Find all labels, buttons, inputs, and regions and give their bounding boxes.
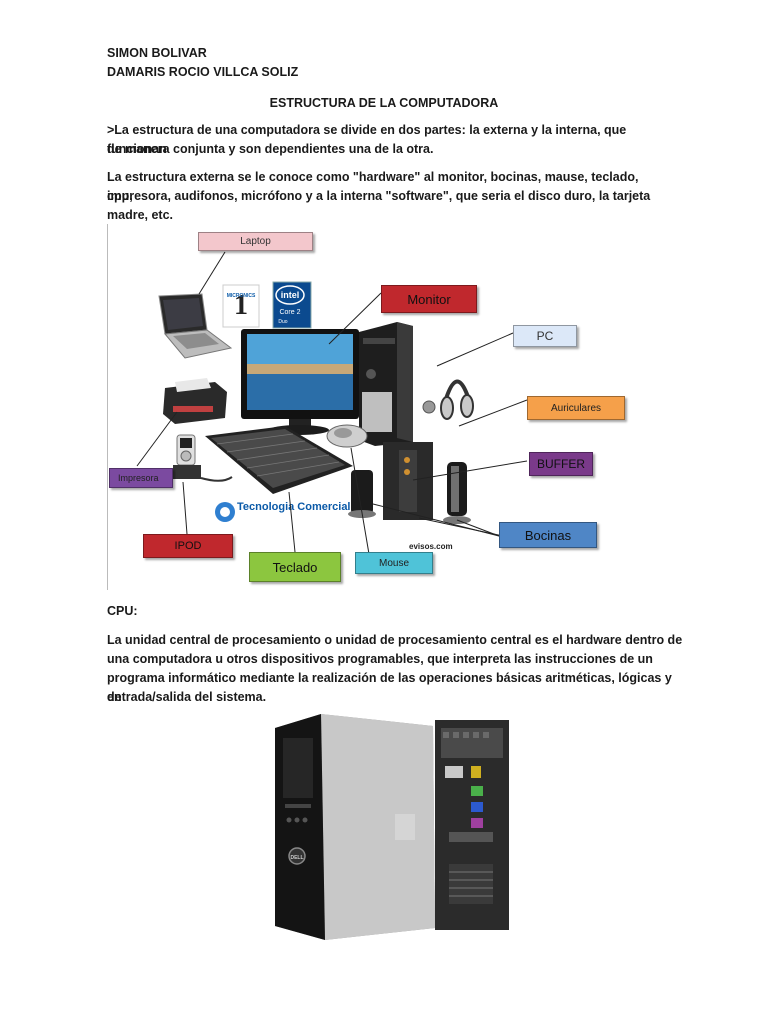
cpu-line-4: entrada/salida del sistema.	[107, 690, 267, 704]
ext-line-2: impresora, audifonos, micrófono y a la i…	[107, 189, 651, 203]
figure-left-border	[107, 224, 108, 590]
cpu-line-1: La unidad central de procesamiento o uni…	[107, 633, 683, 647]
mouse-image	[326, 424, 368, 448]
cpu-tower-art: DELL	[275, 714, 509, 940]
tecnologia-comercial-logo: Tecnologia Comercial	[215, 501, 351, 522]
svg-text:intel: intel	[281, 290, 300, 300]
author-2: DAMARIS ROCIO VILLCA SOLIZ	[107, 65, 299, 79]
micronics-logo: 1 MICRONICS	[222, 284, 260, 328]
ext-line-3: madre, etc.	[107, 208, 174, 222]
laptop-image	[158, 293, 233, 359]
ipod-image	[173, 434, 233, 482]
evisos-logo: evisos.com	[409, 542, 453, 551]
label-laptop: Laptop	[198, 232, 313, 251]
intro-line-1: >La estructura de una computadora se div…	[107, 123, 627, 156]
document-title: ESTRUCTURA DE LA COMPUTADORA	[269, 96, 499, 110]
ext-line-1: La estructura externa se le conoce como …	[107, 170, 639, 203]
label-pc: PC	[513, 325, 577, 347]
cpu-tower-photo: DELL	[275, 714, 511, 950]
connector-arrows	[136, 251, 528, 555]
svg-text:DELL: DELL	[290, 855, 303, 861]
hardware-diagram: 1 MICRONICS intel Core 2 Duo	[107, 222, 627, 592]
label-impresora: Impresora	[109, 468, 173, 488]
headphones-image	[440, 379, 474, 420]
author-1: SIMON BOLIVAR	[107, 46, 207, 60]
cpu-heading: CPU:	[107, 604, 138, 618]
label-mouse: Mouse	[355, 552, 433, 574]
printer-image	[163, 378, 227, 424]
hardware-diagram-art: 1 MICRONICS intel Core 2 Duo	[136, 251, 528, 555]
cpu-line-3: programa informático mediante la realiza…	[107, 671, 672, 704]
label-monitor: Monitor	[381, 285, 477, 313]
svg-text:Duo: Duo	[278, 319, 287, 325]
svg-text:Core 2: Core 2	[279, 309, 300, 316]
label-bocinas: Bocinas	[499, 522, 597, 548]
svg-text:Tecnologia Comercial: Tecnologia Comercial	[237, 501, 351, 513]
intel-logo: intel Core 2 Duo	[272, 281, 312, 329]
keyboard-image	[205, 426, 353, 494]
label-auriculares: Auriculares	[527, 396, 625, 420]
label-buffer: BUFFER	[529, 452, 593, 476]
pc-tower-image	[359, 322, 436, 446]
monitor-image	[241, 329, 359, 435]
svg-text:MICRONICS: MICRONICS	[227, 293, 256, 299]
label-teclado: Teclado	[249, 552, 341, 582]
intro-line-2: de manera conjunta y son dependientes un…	[107, 142, 434, 156]
label-ipod: IPOD	[143, 534, 233, 558]
subwoofer-image	[383, 442, 433, 520]
cpu-line-2: una computadora u otros dispositivos pro…	[107, 652, 653, 666]
svg-text:1: 1	[234, 290, 248, 321]
